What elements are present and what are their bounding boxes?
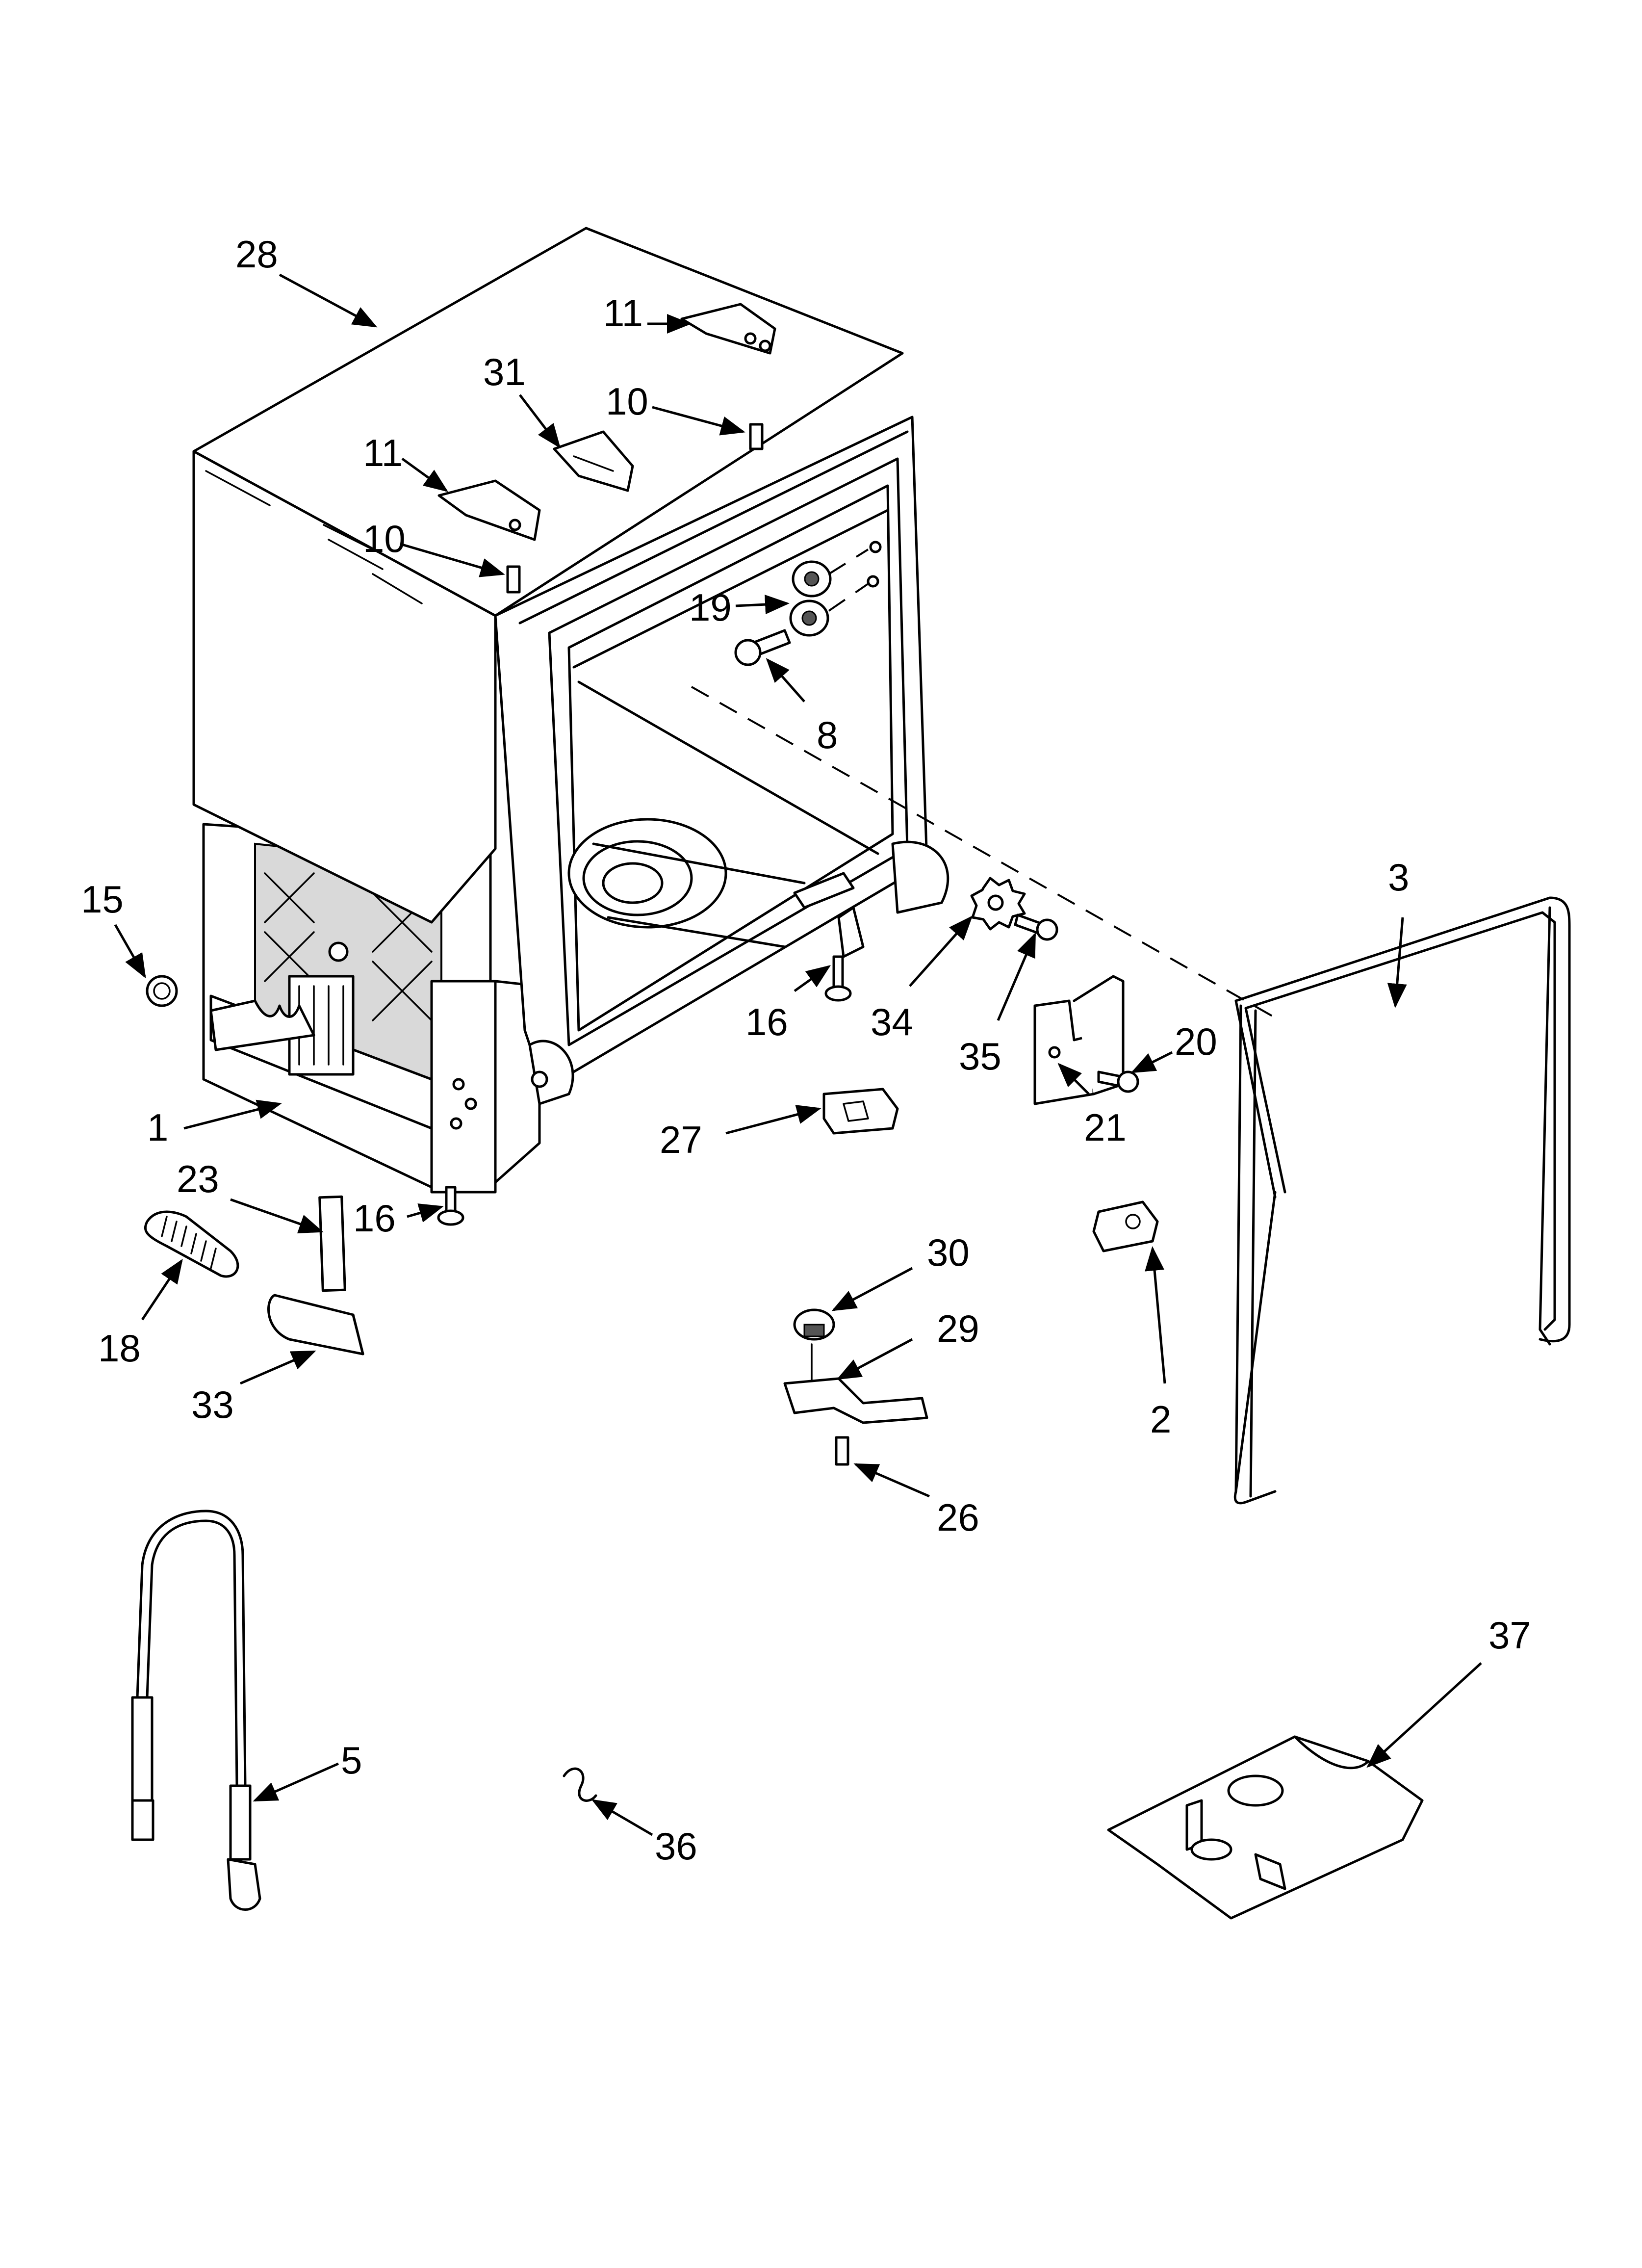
leader-37 bbox=[1366, 1662, 1482, 1768]
leader-33 bbox=[240, 1350, 316, 1385]
foot-16b-drawing bbox=[437, 1186, 464, 1226]
foot-16a-drawing bbox=[824, 955, 852, 1002]
leader-16b bbox=[407, 1203, 444, 1223]
leader-15 bbox=[114, 924, 146, 979]
callout-30: 30 bbox=[927, 1231, 970, 1274]
screw-35-drawing bbox=[1014, 913, 1058, 941]
callout-19: 19 bbox=[689, 586, 732, 629]
callout-18: 18 bbox=[98, 1327, 141, 1370]
leader-34 bbox=[909, 915, 973, 987]
callout-26: 26 bbox=[937, 1496, 979, 1539]
drain-cap-15-drawing bbox=[146, 975, 178, 1007]
callout-35: 35 bbox=[959, 1035, 1001, 1078]
leader-23 bbox=[230, 1198, 324, 1233]
screw-10b-drawing bbox=[749, 423, 764, 450]
leader-20 bbox=[1130, 1051, 1173, 1073]
leader-35 bbox=[997, 932, 1036, 1021]
callout-33: 33 bbox=[191, 1383, 234, 1426]
hinge-bracket-11b-drawing bbox=[437, 479, 541, 541]
parts-bag-37-drawing bbox=[1107, 1735, 1424, 1920]
thermostat-30-drawing bbox=[793, 1308, 835, 1341]
roller-19-drawing bbox=[789, 541, 882, 637]
clip-36-drawing bbox=[563, 1767, 597, 1802]
leader-18 bbox=[141, 1258, 183, 1321]
tub-assembly-drawing bbox=[192, 227, 949, 1194]
leader-36 bbox=[591, 1799, 653, 1836]
leader-30 bbox=[831, 1267, 913, 1311]
leader-lines bbox=[114, 273, 1482, 1836]
leader-29 bbox=[836, 1338, 913, 1380]
cover-33-drawing bbox=[267, 1294, 364, 1356]
leader-1 bbox=[183, 1099, 282, 1130]
hinge-bracket-11a-drawing bbox=[680, 303, 776, 355]
callout-10: 10 bbox=[606, 380, 648, 423]
door-gasket-3-drawing bbox=[1233, 896, 1571, 1505]
callout-10: 10 bbox=[363, 517, 406, 560]
leader-31 bbox=[519, 394, 561, 448]
callout-11: 11 bbox=[363, 431, 403, 474]
leader-8 bbox=[766, 658, 805, 703]
callout-36: 36 bbox=[655, 1825, 697, 1868]
nut-34-drawing bbox=[970, 877, 1026, 931]
screw-10a-drawing bbox=[506, 565, 521, 594]
callout-21: 21 bbox=[1084, 1106, 1127, 1149]
callout-1: 1 bbox=[147, 1106, 168, 1149]
clip-27-drawing bbox=[822, 1088, 899, 1135]
callout-labels: 28 11 31 10 11 10 19 8 3 15 16 34 35 20 … bbox=[81, 233, 1531, 1868]
callout-11: 11 bbox=[603, 291, 643, 335]
callout-23: 23 bbox=[177, 1157, 219, 1200]
latch-2-drawing bbox=[1092, 1200, 1159, 1252]
callout-16: 16 bbox=[353, 1197, 396, 1240]
callout-28: 28 bbox=[235, 233, 278, 276]
bracket-29-drawing bbox=[783, 1343, 928, 1424]
leader-3 bbox=[1387, 917, 1407, 1008]
leader-26 bbox=[853, 1463, 930, 1498]
leader-10b bbox=[652, 406, 745, 436]
callout-37: 37 bbox=[1488, 1614, 1531, 1657]
leader-19 bbox=[735, 595, 790, 615]
callout-34: 34 bbox=[871, 1000, 913, 1043]
callout-27: 27 bbox=[660, 1118, 702, 1161]
bracket-31-drawing bbox=[553, 430, 634, 492]
leader-27 bbox=[725, 1105, 821, 1135]
leader-11b bbox=[401, 457, 449, 492]
leader-10a bbox=[402, 543, 505, 577]
leader-16a bbox=[794, 965, 831, 992]
strip-23-drawing bbox=[318, 1195, 346, 1292]
callout-16: 16 bbox=[745, 1000, 788, 1043]
leader-2 bbox=[1145, 1246, 1166, 1384]
callout-2: 2 bbox=[1150, 1398, 1171, 1441]
screw-20-drawing bbox=[1097, 1070, 1139, 1093]
spring-18-drawing bbox=[144, 1210, 239, 1278]
callout-5: 5 bbox=[341, 1739, 362, 1782]
callout-29: 29 bbox=[937, 1307, 979, 1350]
callout-31: 31 bbox=[483, 350, 526, 393]
leader-28 bbox=[279, 273, 378, 328]
screw-26-drawing bbox=[835, 1436, 849, 1466]
alignment-line bbox=[691, 686, 1281, 1021]
callout-3: 3 bbox=[1388, 856, 1409, 899]
leader-5 bbox=[253, 1762, 339, 1802]
callout-20: 20 bbox=[1175, 1020, 1217, 1063]
callout-8: 8 bbox=[817, 713, 838, 756]
callout-15: 15 bbox=[81, 878, 124, 921]
leader-21 bbox=[1057, 1063, 1090, 1095]
hose-5-drawing bbox=[131, 1510, 261, 1911]
screw-8-drawing bbox=[734, 629, 791, 666]
